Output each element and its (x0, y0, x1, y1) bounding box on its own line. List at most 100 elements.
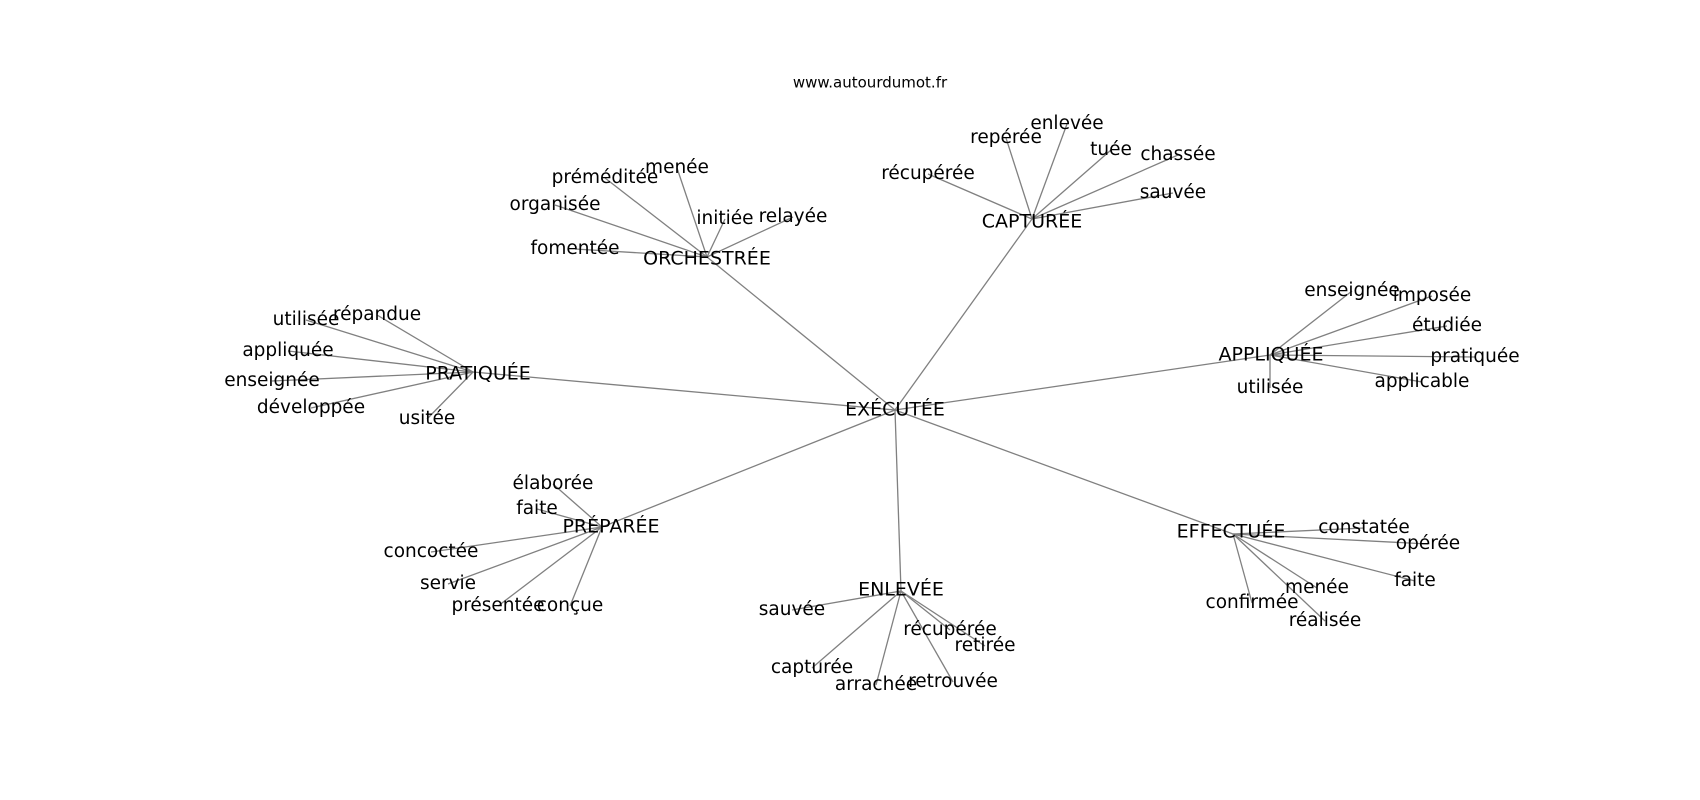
edge-enlevee-leaf (900, 590, 954, 683)
leaf-node[interactable]: arrachée (835, 674, 917, 695)
edge-effectuee-leaf (1232, 533, 1429, 545)
leaf-node[interactable]: repérée (970, 127, 1042, 148)
edge-preparee-leaf (552, 483, 603, 528)
edge-effectuee-leaf (1232, 533, 1318, 589)
leaf-node[interactable]: servie (420, 573, 476, 594)
leaf-node[interactable]: enlevée (1030, 113, 1103, 134)
leaf-node[interactable]: répandue (333, 304, 421, 325)
leaf-node[interactable]: présentée (451, 595, 544, 616)
leaf-node[interactable]: retrouvée (908, 671, 998, 692)
edge-pratiquee-leaf (305, 319, 474, 373)
leaf-node[interactable]: conçue (537, 595, 604, 616)
edge-enlevee-leaf (791, 590, 902, 611)
leaf-node[interactable]: préméditée (552, 167, 659, 188)
leaf-node[interactable]: initiée (696, 208, 753, 229)
leaf-node[interactable]: capturée (771, 657, 853, 678)
edge-center-pratiquee (472, 371, 896, 411)
leaf-node[interactable]: sauvée (1140, 182, 1206, 203)
edge-capturee-leaf (1005, 137, 1033, 220)
leaf-node[interactable]: appliquée (242, 340, 333, 361)
hub-node-enlevee[interactable]: ENLEVÉE (858, 578, 944, 601)
edge-orchestree-leaf (604, 177, 708, 258)
leaf-node[interactable]: élaborée (513, 473, 594, 494)
leaf-node[interactable]: imposée (1393, 285, 1472, 306)
site-url[interactable]: www.autourdumot.fr (793, 74, 948, 92)
edge-orchestree-leaf (676, 167, 708, 258)
leaf-node[interactable]: opérée (1396, 533, 1460, 554)
edge-center-preparee (601, 409, 896, 528)
edge-preparee-leaf (497, 526, 603, 607)
edge-enlevee-leaf (900, 590, 951, 631)
edge-appliquee-leaf (1269, 325, 1448, 356)
edge-appliquee-leaf (1269, 354, 1476, 358)
edge-pratiquee-leaf (310, 371, 474, 409)
edge-capturee-leaf (1031, 192, 1174, 220)
hub-node-pratiquee[interactable]: PRATIQUÉE (425, 362, 531, 385)
edge-capturee-leaf (1031, 154, 1179, 220)
edge-preparee-leaf (430, 526, 603, 553)
leaf-node[interactable]: utilisée (273, 309, 340, 330)
leaf-node[interactable]: utilisée (1237, 377, 1304, 398)
edge-effectuee-leaf (1232, 533, 1326, 622)
edge-pratiquee-leaf (287, 350, 474, 373)
leaf-node[interactable]: constatée (1318, 517, 1409, 538)
edge-pratiquee-leaf (426, 371, 474, 420)
leaf-node[interactable]: menée (1285, 577, 1349, 598)
edge-enlevee-leaf (811, 590, 902, 669)
edge-orchestree-leaf (574, 248, 708, 258)
edge-capturee-leaf (927, 173, 1033, 220)
leaf-node[interactable]: applicable (1375, 371, 1470, 392)
leaf-node[interactable]: enseignée (224, 370, 320, 391)
edge-orchestree-leaf (554, 204, 708, 258)
edge-orchestree-leaf (706, 216, 794, 258)
edge-center-appliquee (894, 354, 1271, 411)
edge-preparee-leaf (536, 508, 603, 528)
leaf-node[interactable]: récupérée (881, 163, 975, 184)
edge-capturee-leaf (1031, 149, 1112, 220)
leaf-node[interactable]: fomentée (531, 238, 620, 259)
leaf-node[interactable]: enseignée (1304, 280, 1400, 301)
leaf-node[interactable]: usitée (399, 408, 456, 429)
leaf-node[interactable]: concoctée (384, 541, 479, 562)
leaf-node[interactable]: sauvée (759, 599, 825, 620)
leaf-node[interactable]: étudiée (1412, 315, 1482, 336)
leaf-node[interactable]: organisée (510, 194, 601, 215)
edge-preparee-leaf (569, 526, 603, 607)
leaf-node[interactable]: faite (516, 498, 558, 519)
hub-node-appliquee[interactable]: APPLIQUÉE (1219, 343, 1324, 366)
hub-node-capturee[interactable]: CAPTURÉE (982, 210, 1082, 233)
center-node[interactable]: EXÉCUTÉE (845, 398, 945, 421)
edge-orchestree-leaf (706, 218, 726, 258)
edge-pratiquee-leaf (271, 371, 474, 382)
leaf-node[interactable]: pratiquée (1430, 346, 1519, 367)
edge-capturee-leaf (1031, 123, 1068, 220)
graph-edges (271, 123, 1476, 686)
leaf-node[interactable]: faite (1394, 570, 1436, 591)
edge-center-orchestree (706, 256, 896, 411)
hub-node-orchestree[interactable]: ORCHESTRÉE (643, 247, 771, 270)
hub-node-preparee[interactable]: PRÉPARÉE (562, 515, 659, 538)
edge-appliquee-leaf (1269, 354, 1423, 383)
leaf-node[interactable]: réalisée (1289, 610, 1362, 631)
edge-enlevee-leaf (875, 590, 902, 686)
leaf-node[interactable]: relayée (759, 206, 828, 227)
leaf-node[interactable]: récupérée (903, 619, 997, 640)
leaf-node[interactable]: retirée (955, 635, 1016, 656)
edge-effectuee-leaf (1232, 527, 1365, 535)
leaf-node[interactable]: tuée (1090, 139, 1132, 160)
edge-effectuee-leaf (1232, 533, 1253, 604)
leaf-node[interactable]: confirmée (1206, 592, 1299, 613)
hub-node-effectuee[interactable]: EFFECTUÉE (1177, 520, 1286, 543)
leaf-node[interactable]: développée (257, 397, 365, 418)
leaf-node[interactable]: chassée (1140, 144, 1215, 165)
edge-preparee-leaf (447, 526, 603, 585)
edge-pratiquee-leaf (376, 314, 474, 373)
leaf-node[interactable]: menée (645, 157, 709, 178)
edge-center-capturee (894, 218, 1033, 411)
edge-center-effectuee (894, 409, 1234, 535)
edge-enlevee-leaf (900, 590, 986, 647)
edge-effectuee-leaf (1232, 533, 1416, 582)
edge-appliquee-leaf (1269, 290, 1353, 356)
